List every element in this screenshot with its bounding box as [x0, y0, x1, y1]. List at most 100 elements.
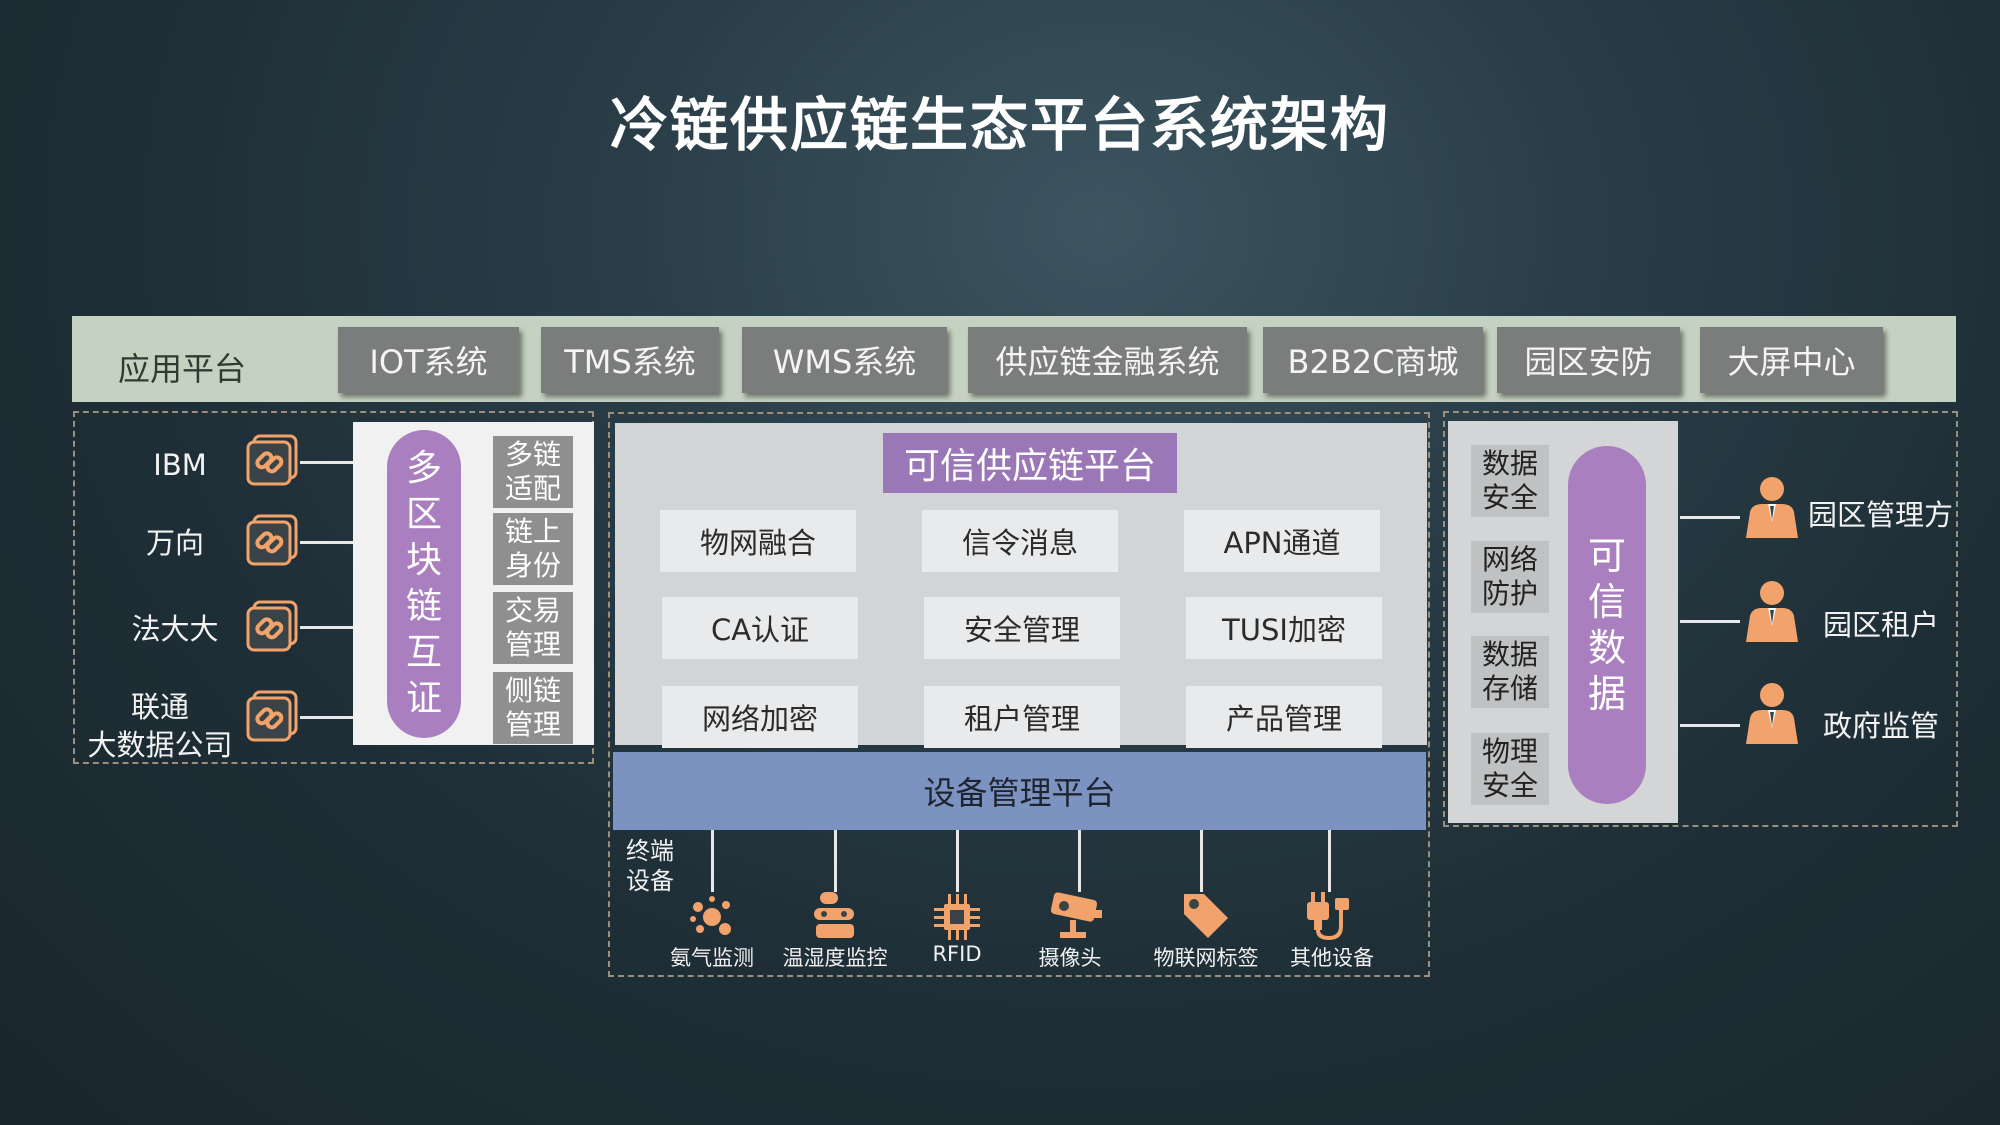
cell-tenant-mgmt[interactable]: 租户管理 [924, 686, 1120, 748]
app-supply-chain-finance[interactable]: 供应链金融系统 [968, 327, 1247, 393]
role-park-management: 园区管理方 [1808, 498, 1954, 532]
box-line: 网络 [1481, 543, 1538, 576]
box-line: 安全 [1481, 769, 1538, 802]
pill-char: 链 [405, 586, 442, 627]
pill-char: 多 [405, 448, 442, 489]
pill-char: 数 [1587, 626, 1626, 670]
box-line: 管理 [504, 628, 561, 661]
data-box-physical-security[interactable]: 物理安全 [1471, 733, 1549, 805]
partner-unicom-line2: 大数据公司 [87, 728, 233, 762]
partner-unicom-label: 联通 大数据公司 [80, 688, 240, 764]
device-label-ammonia: 氨气监测 [670, 946, 754, 970]
cell-ca-auth[interactable]: CA认证 [662, 597, 858, 659]
device-label-other: 其他设备 [1290, 946, 1374, 970]
pill-char: 证 [405, 678, 442, 719]
device-platform-bar[interactable]: 设备管理平台 [613, 752, 1426, 830]
app-tms-system[interactable]: TMS系统 [541, 327, 719, 393]
device-connector-line [1200, 830, 1203, 892]
device-connector-line [956, 830, 959, 892]
chain-box-transaction-mgmt[interactable]: 交易管理 [493, 592, 573, 664]
device-label-temp-humidity: 温湿度监控 [782, 946, 888, 970]
rfid-chip-icon [934, 894, 980, 940]
terminal-line1: 终端 [626, 837, 674, 865]
pill-char: 互 [405, 632, 442, 673]
connector-line [1680, 620, 1740, 623]
pill-char: 可 [1587, 534, 1626, 578]
link-icon [246, 690, 298, 742]
app-iot-system[interactable]: IOT系统 [338, 327, 519, 393]
trusted-data-pill: 可 信 数 据 [1568, 446, 1646, 804]
device-label-camera: 摄像头 [1038, 946, 1102, 970]
connector-line [300, 541, 355, 544]
partner-fadada-label: 法大大 [131, 612, 219, 646]
box-line: 数据 [1481, 638, 1538, 671]
partner-unicom-line1: 联通 [130, 690, 189, 724]
camera-icon [1050, 892, 1102, 938]
cell-iot-network-fusion[interactable]: 物网融合 [660, 510, 856, 572]
multichain-interop-pill: 多 区 块 链 互 证 [387, 430, 461, 738]
pill-char: 据 [1587, 672, 1626, 716]
data-box-network-protection[interactable]: 网络防护 [1471, 541, 1549, 613]
link-icon [246, 434, 298, 486]
box-line: 存储 [1481, 672, 1538, 705]
person-icon [1746, 477, 1798, 538]
connector-line [1680, 516, 1740, 519]
box-line: 链上 [504, 515, 561, 548]
box-line: 交易 [504, 594, 561, 627]
pill-char: 信 [1587, 580, 1626, 624]
role-government-regulator: 政府监管 [1823, 709, 1940, 743]
cell-network-encryption[interactable]: 网络加密 [662, 686, 858, 748]
person-icon [1746, 683, 1798, 744]
box-line: 防护 [1481, 577, 1538, 610]
trusted-data-section-border [1443, 411, 1958, 827]
data-box-data-storage[interactable]: 数据存储 [1471, 636, 1549, 708]
box-line: 多链 [504, 438, 561, 471]
app-park-security[interactable]: 园区安防 [1497, 327, 1680, 393]
device-connector-line [1328, 830, 1331, 892]
cell-apn-channel[interactable]: APN通道 [1184, 510, 1380, 572]
app-wms-system[interactable]: WMS系统 [742, 327, 947, 393]
chain-box-multichain-adapt[interactable]: 多链适配 [493, 436, 573, 508]
person-icon [1746, 581, 1798, 642]
box-line: 管理 [504, 708, 561, 741]
pill-char: 区 [405, 494, 442, 535]
data-box-data-security[interactable]: 数据安全 [1471, 445, 1549, 517]
chain-box-onchain-identity[interactable]: 链上身份 [493, 513, 573, 585]
core-section-border [608, 412, 1430, 977]
app-b2b2c-mall[interactable]: B2B2C商城 [1263, 327, 1483, 393]
link-icon [246, 600, 298, 652]
plug-icon [1307, 892, 1349, 941]
tag-icon [1184, 894, 1228, 938]
box-line: 身份 [504, 549, 561, 582]
device-label-iot-tag: 物联网标签 [1153, 946, 1259, 970]
partner-wanxiang-label: 万向 [145, 526, 204, 560]
cell-product-mgmt[interactable]: 产品管理 [1186, 686, 1382, 748]
trusted-platform-title: 可信供应链平台 [883, 433, 1177, 493]
device-connector-line [711, 830, 714, 892]
box-line: 安全 [1481, 481, 1538, 514]
partner-ibm-label: IBM [153, 448, 207, 482]
connector-line [300, 461, 355, 464]
app-big-screen-center[interactable]: 大屏中心 [1700, 327, 1883, 393]
cell-signaling-messages[interactable]: 信令消息 [922, 510, 1118, 572]
device-label-rfid: RFID [932, 942, 982, 966]
chain-box-sidechain-mgmt[interactable]: 侧链管理 [493, 672, 573, 744]
link-icon [246, 514, 298, 566]
pill-char: 块 [405, 540, 442, 581]
terminal-device-label: 终端 设备 [626, 836, 674, 896]
thermometer-icon [814, 892, 854, 938]
terminal-line2: 设备 [626, 867, 674, 895]
cell-security-mgmt[interactable]: 安全管理 [924, 597, 1120, 659]
box-line: 适配 [504, 472, 561, 505]
application-platform-label: 应用平台 [118, 350, 247, 388]
connector-line [300, 626, 355, 629]
box-line: 侧链 [504, 674, 561, 707]
device-connector-line [1078, 830, 1081, 892]
role-park-tenant: 园区租户 [1823, 608, 1940, 642]
connector-line [1680, 724, 1740, 727]
device-connector-line [834, 830, 837, 892]
page-title: 冷链供应链生态平台系统架构 [609, 91, 1390, 159]
box-line: 物理 [1481, 735, 1538, 768]
cell-tusi-encryption[interactable]: TUSI加密 [1186, 597, 1382, 659]
connector-line [300, 716, 355, 719]
